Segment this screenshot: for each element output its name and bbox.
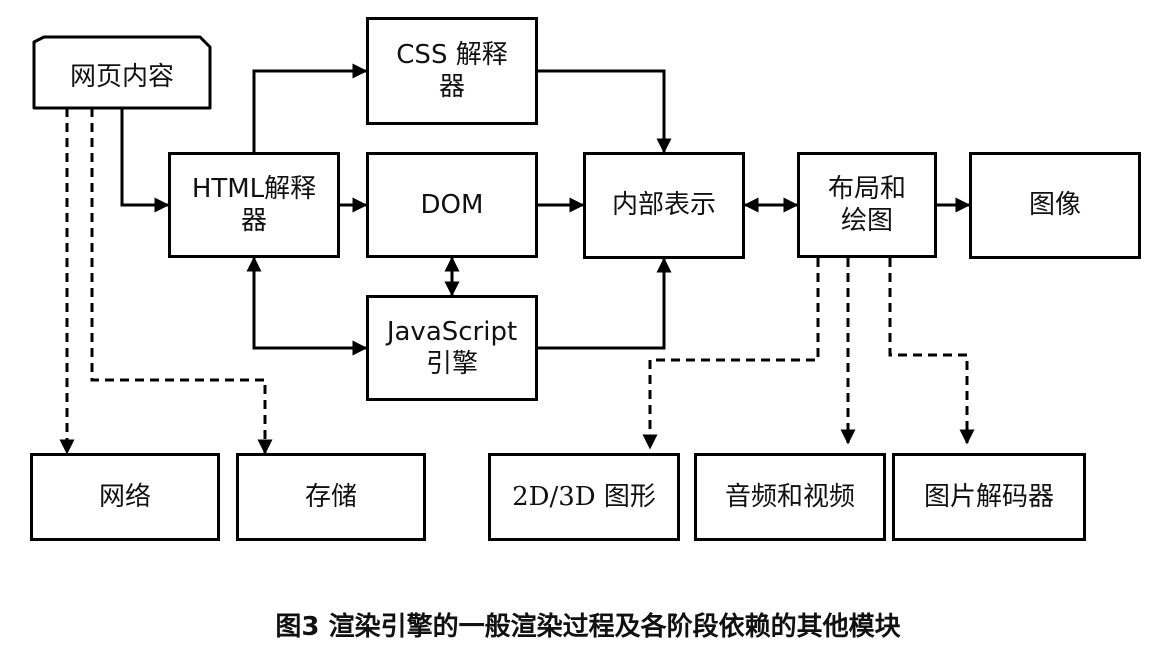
layout-paint-node: 布局和绘图 [797, 152, 937, 258]
graphics-2d3d-node: 2D/3D 图形 [488, 453, 680, 541]
network-label: 网络 [98, 481, 151, 512]
internal-repr-label: 内部表示 [611, 190, 716, 221]
web-content-node: 网页内容 [34, 40, 210, 108]
layout-paint-label: 布局和绘图 [827, 173, 906, 237]
image-decoder-label: 图片解码器 [923, 481, 1054, 512]
internal-repr-node: 内部表示 [583, 152, 745, 259]
js-engine-node: JavaScript引擎 [366, 295, 538, 401]
edge-layout-paint-to-graphics [642, 258, 820, 450]
dom-label: DOM [420, 189, 484, 220]
css-parser-node: CSS 解释器 [366, 17, 538, 125]
css-parser-label: CSS 解释器 [396, 39, 508, 103]
audio-video-label: 音频和视频 [724, 481, 855, 512]
storage-node: 存储 [236, 453, 426, 541]
image-decoder-node: 图片解码器 [892, 453, 1086, 541]
edge-web-content-to-storage [90, 108, 273, 455]
edge-web-content-to-html-parser [120, 108, 170, 213]
dom-node: DOM [366, 152, 538, 258]
web-content-shape [32, 35, 212, 110]
edge-js-engine-to-internal-repr [538, 257, 672, 350]
image-node: 图像 [969, 152, 1141, 259]
edge-css-parser-to-internal-repr [538, 69, 672, 154]
storage-label: 存储 [304, 481, 357, 512]
network-node: 网络 [30, 453, 220, 541]
html-parser-node: HTML解释器 [168, 152, 340, 258]
image-label: 图像 [1028, 190, 1081, 221]
html-parser-label: HTML解释器 [191, 173, 317, 237]
edge-html-parser-to-css-parser [252, 63, 368, 152]
js-engine-label: JavaScript引擎 [386, 316, 518, 380]
edge-html-parser-js-engine [246, 256, 368, 356]
figure-caption: 图3 渲染引擎的一般渲染过程及各阶段依赖的其他模块 [275, 612, 901, 642]
edge-layout-paint-to-image-decoder [888, 258, 975, 445]
graphics-2d3d-label: 2D/3D 图形 [512, 481, 656, 512]
audio-video-node: 音频和视频 [694, 453, 886, 541]
web-content-label: 网页内容 [69, 61, 174, 92]
